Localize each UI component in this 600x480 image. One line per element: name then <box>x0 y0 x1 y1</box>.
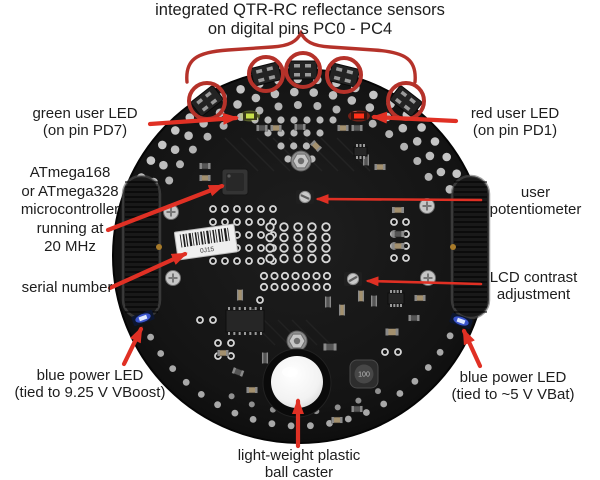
label-line: serial number <box>21 279 113 296</box>
standoff-top <box>290 150 312 172</box>
label-line: green user LED <box>32 105 138 122</box>
top-caption: integrated QTR-RC reflectance sensors on… <box>80 1 520 38</box>
label-lcd-contrast: LCD contrast adjustment <box>456 269 600 303</box>
label-user-potentiometer: user potentiometer <box>458 184 600 218</box>
label-line: running at <box>36 219 104 237</box>
label-blue-power-led-right: blue power LED (tied to ~5 V VBat) <box>424 369 600 403</box>
user-potentiometer <box>296 190 314 204</box>
caption-line: on digital pins PC0 - PC4 <box>207 19 393 38</box>
label-line: 20 MHz <box>44 238 96 255</box>
label-line: ball caster <box>264 464 334 480</box>
microcontroller-chip <box>221 168 249 196</box>
red-user-led <box>348 110 370 122</box>
power-inductor: 100 <box>349 359 379 389</box>
label-line: blue power LED <box>459 369 567 386</box>
caption-brace <box>185 29 417 84</box>
pcb-components <box>199 123 426 424</box>
label-line: (tied to ~5 V VBat) <box>451 386 575 403</box>
wheel-hub <box>156 244 162 250</box>
inductor-value-text: 100 <box>358 372 370 379</box>
label-red-user-led: red user LED (on pin PD1) <box>437 105 593 139</box>
wheel-hub <box>450 244 456 250</box>
serial-barcode-label: 0J15 <box>173 223 239 261</box>
reflectance-sensors <box>190 60 423 117</box>
label-line: (on pin PD7) <box>42 122 128 139</box>
label-line: light-weight plastic <box>237 447 361 464</box>
ball-caster <box>262 348 332 418</box>
serial-number-text: 0J15 <box>200 246 215 255</box>
annotation-arrows <box>105 111 483 449</box>
arrow-user-potentiometer <box>315 194 483 205</box>
label-line: user <box>520 184 551 201</box>
arrow-green-user-led <box>147 112 239 127</box>
label-line: red user LED <box>470 105 560 122</box>
label-line: or ATmega328 <box>21 182 119 200</box>
blue-power-led-right <box>449 312 473 330</box>
green-user-led <box>240 110 260 122</box>
label-green-user-led: green user LED (on pin PD7) <box>5 105 165 139</box>
label-ball-caster: light-weight plastic ball caster <box>218 447 380 480</box>
arrow-serial-number <box>107 251 188 291</box>
label-line: adjustment <box>496 286 571 303</box>
arrow-microcontroller <box>105 183 225 233</box>
label-line: LCD contrast <box>489 269 578 286</box>
label-line: (on pin PD1) <box>472 122 558 139</box>
arrow-blue-led-left <box>121 326 144 367</box>
label-microcontroller: ATmega168 or ATmega328 microcontroller r… <box>0 164 140 257</box>
label-line: ATmega168 <box>29 164 111 181</box>
blue-power-led-left <box>131 309 155 327</box>
caption-line: integrated QTR-RC reflectance sensors <box>155 1 445 19</box>
arrow-lcd-contrast <box>365 276 483 287</box>
pcb-pads <box>129 74 470 430</box>
lcd-contrast-pot <box>344 272 362 286</box>
label-line: microcontroller <box>20 201 120 218</box>
label-line: (tied to 9.25 V VBoost) <box>14 384 166 401</box>
label-blue-power-led-left: blue power LED (tied to 9.25 V VBoost) <box>2 367 178 401</box>
arrow-red-user-led <box>371 111 459 124</box>
label-serial-number: serial number <box>12 279 122 296</box>
standoff-bottom <box>286 330 308 352</box>
label-line: potentiometer <box>489 201 582 218</box>
arrow-blue-led-right <box>461 328 483 369</box>
label-line: blue power LED <box>36 367 144 384</box>
